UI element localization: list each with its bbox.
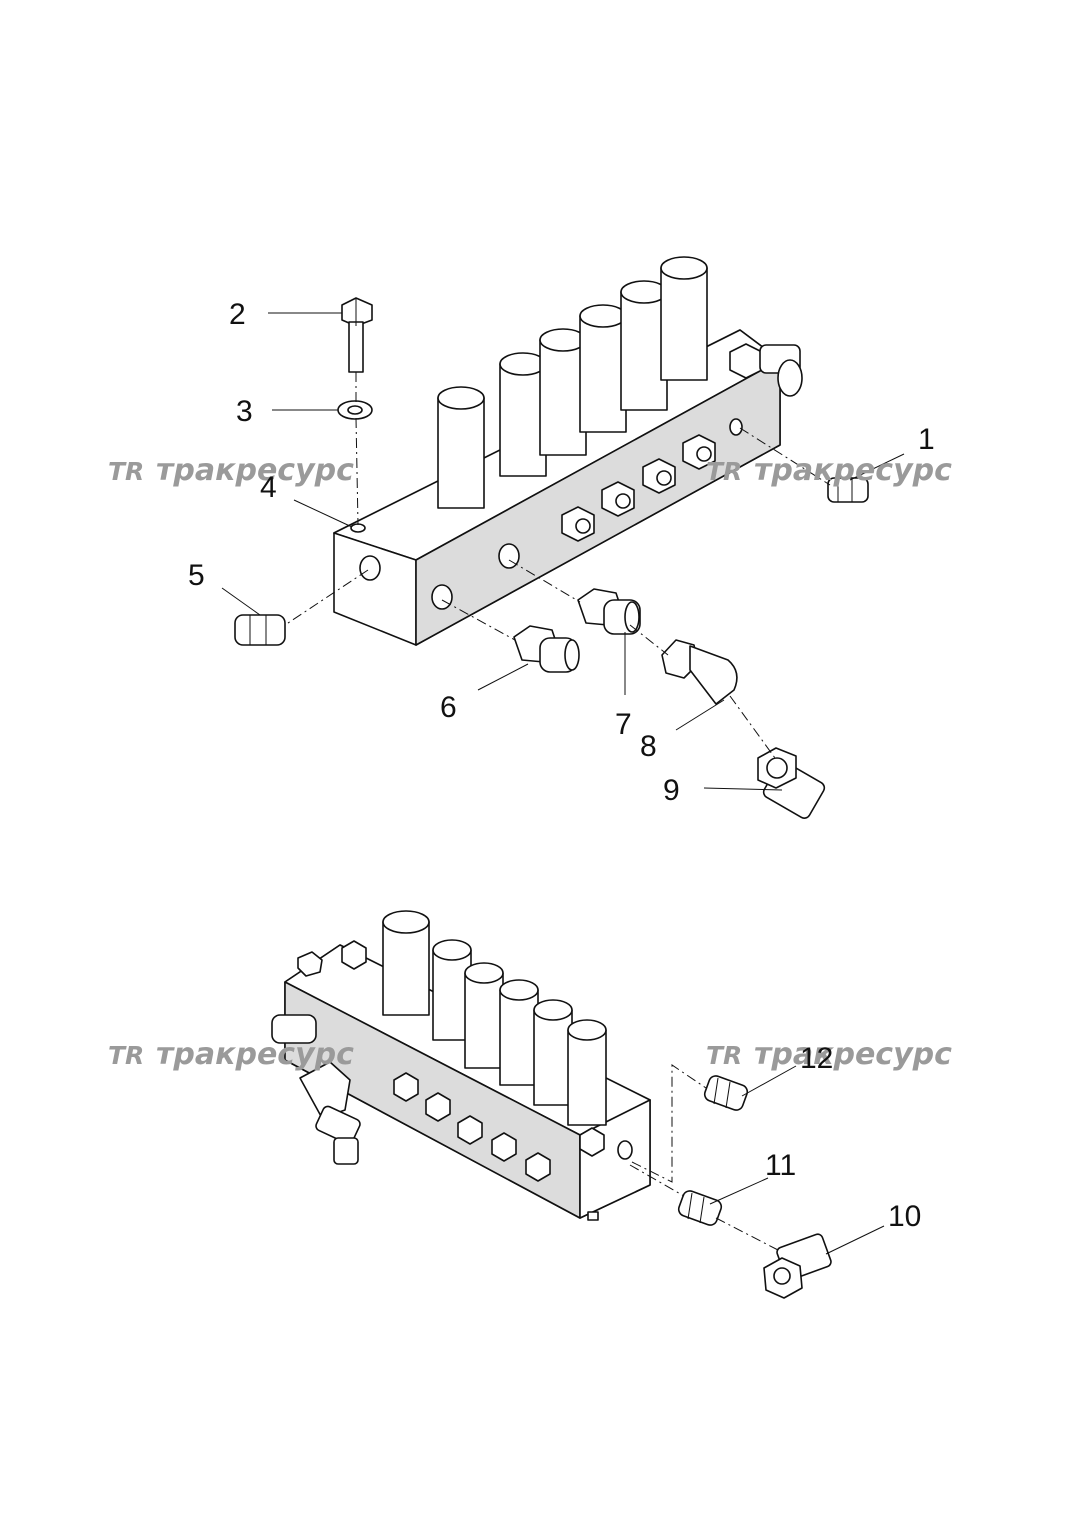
cylinder: [499, 352, 547, 477]
callout-2: 2: [229, 298, 246, 331]
cylinder: [499, 979, 539, 1086]
elbow-fitting: [299, 1061, 361, 1165]
callout-8: 8: [640, 730, 657, 763]
cylinders-bottom: [382, 910, 607, 1126]
watermark-logo: TR: [706, 1041, 742, 1070]
cylinder: [620, 280, 668, 411]
callout-6: 6: [440, 691, 457, 724]
hex-fitting: [729, 343, 763, 379]
watermark-bottom-left: TR тракресурс: [108, 1037, 354, 1072]
watermark-text: тракресурс: [754, 1037, 952, 1072]
callout-labels: 2 3 4 1 5 6 7 8 9 12 11 10: [188, 298, 935, 1233]
block-fittings-bottom: [271, 940, 633, 1182]
block-fittings-top: [561, 343, 803, 542]
ports-top: [350, 418, 743, 610]
callout-3: 3: [236, 395, 253, 428]
hex-fitting: [682, 434, 716, 470]
cylinder: [539, 328, 587, 456]
fitting-part-10: [763, 1233, 832, 1299]
watermark-bottom-right: TR тракресурс: [706, 1037, 952, 1072]
hex-fitting: [491, 1132, 517, 1162]
fitting-part-11: [677, 1190, 723, 1226]
cylinder: [579, 304, 627, 433]
callout-9: 9: [663, 774, 680, 807]
hex-fitting: [457, 1115, 483, 1145]
bolt-part-2: [341, 297, 373, 373]
washer-part-3: [337, 400, 373, 420]
fitting-part-12: [703, 1075, 749, 1111]
cylinder: [464, 962, 504, 1069]
leader-lines-top: [221, 312, 905, 791]
callout-11: 11: [765, 1149, 796, 1182]
hex-fitting: [341, 940, 367, 970]
cylinder: [533, 999, 573, 1106]
callout-10: 10: [888, 1200, 921, 1233]
assembly-lines-top: [284, 372, 831, 759]
fitting-part-9: [757, 747, 826, 819]
hex-fitting: [601, 481, 635, 517]
watermark-logo: TR: [108, 1041, 144, 1070]
watermarks: TR тракресурс TR тракресурс TR тракресур…: [108, 453, 952, 1072]
side-fitting: [271, 1014, 317, 1044]
fitting-part-5: [234, 614, 286, 646]
watermark-text: тракресурс: [156, 1037, 354, 1072]
assembly-lines-bottom: [629, 1064, 779, 1251]
bottom-assembly: [271, 910, 885, 1299]
callout-12: 12: [800, 1042, 833, 1075]
watermark-text: тракресурс: [754, 453, 952, 488]
cylinder: [437, 386, 485, 509]
cylinder: [567, 1019, 607, 1126]
fitting-part-8: [661, 639, 738, 705]
fitting-part-6: [513, 625, 580, 673]
hex-fitting: [297, 951, 323, 977]
watermark-top-left: TR тракресурс: [108, 453, 354, 488]
hex-fitting: [525, 1152, 551, 1182]
watermark-logo: TR: [108, 457, 144, 486]
cylinder: [660, 256, 708, 381]
fitting-part-7: [577, 588, 641, 635]
hex-fitting: [579, 1127, 605, 1157]
cylinders-top: [437, 256, 708, 509]
watermark-text: тракресурс: [156, 453, 354, 488]
elbow-fitting: [759, 344, 803, 397]
hex-fitting: [561, 506, 595, 542]
hex-fitting: [393, 1072, 419, 1102]
callout-1: 1: [918, 423, 935, 456]
top-assembly: [221, 256, 905, 819]
callout-4: 4: [260, 471, 277, 504]
callout-7: 7: [615, 708, 632, 741]
cylinder: [382, 910, 430, 1016]
hex-fitting: [425, 1092, 451, 1122]
watermark-top-right: TR тракресурс: [706, 453, 952, 488]
leader-lines-bottom: [709, 1065, 885, 1255]
fitting-part-1: [827, 477, 869, 503]
hex-fitting: [642, 458, 676, 494]
callout-5: 5: [188, 559, 205, 592]
watermark-logo: TR: [706, 457, 742, 486]
